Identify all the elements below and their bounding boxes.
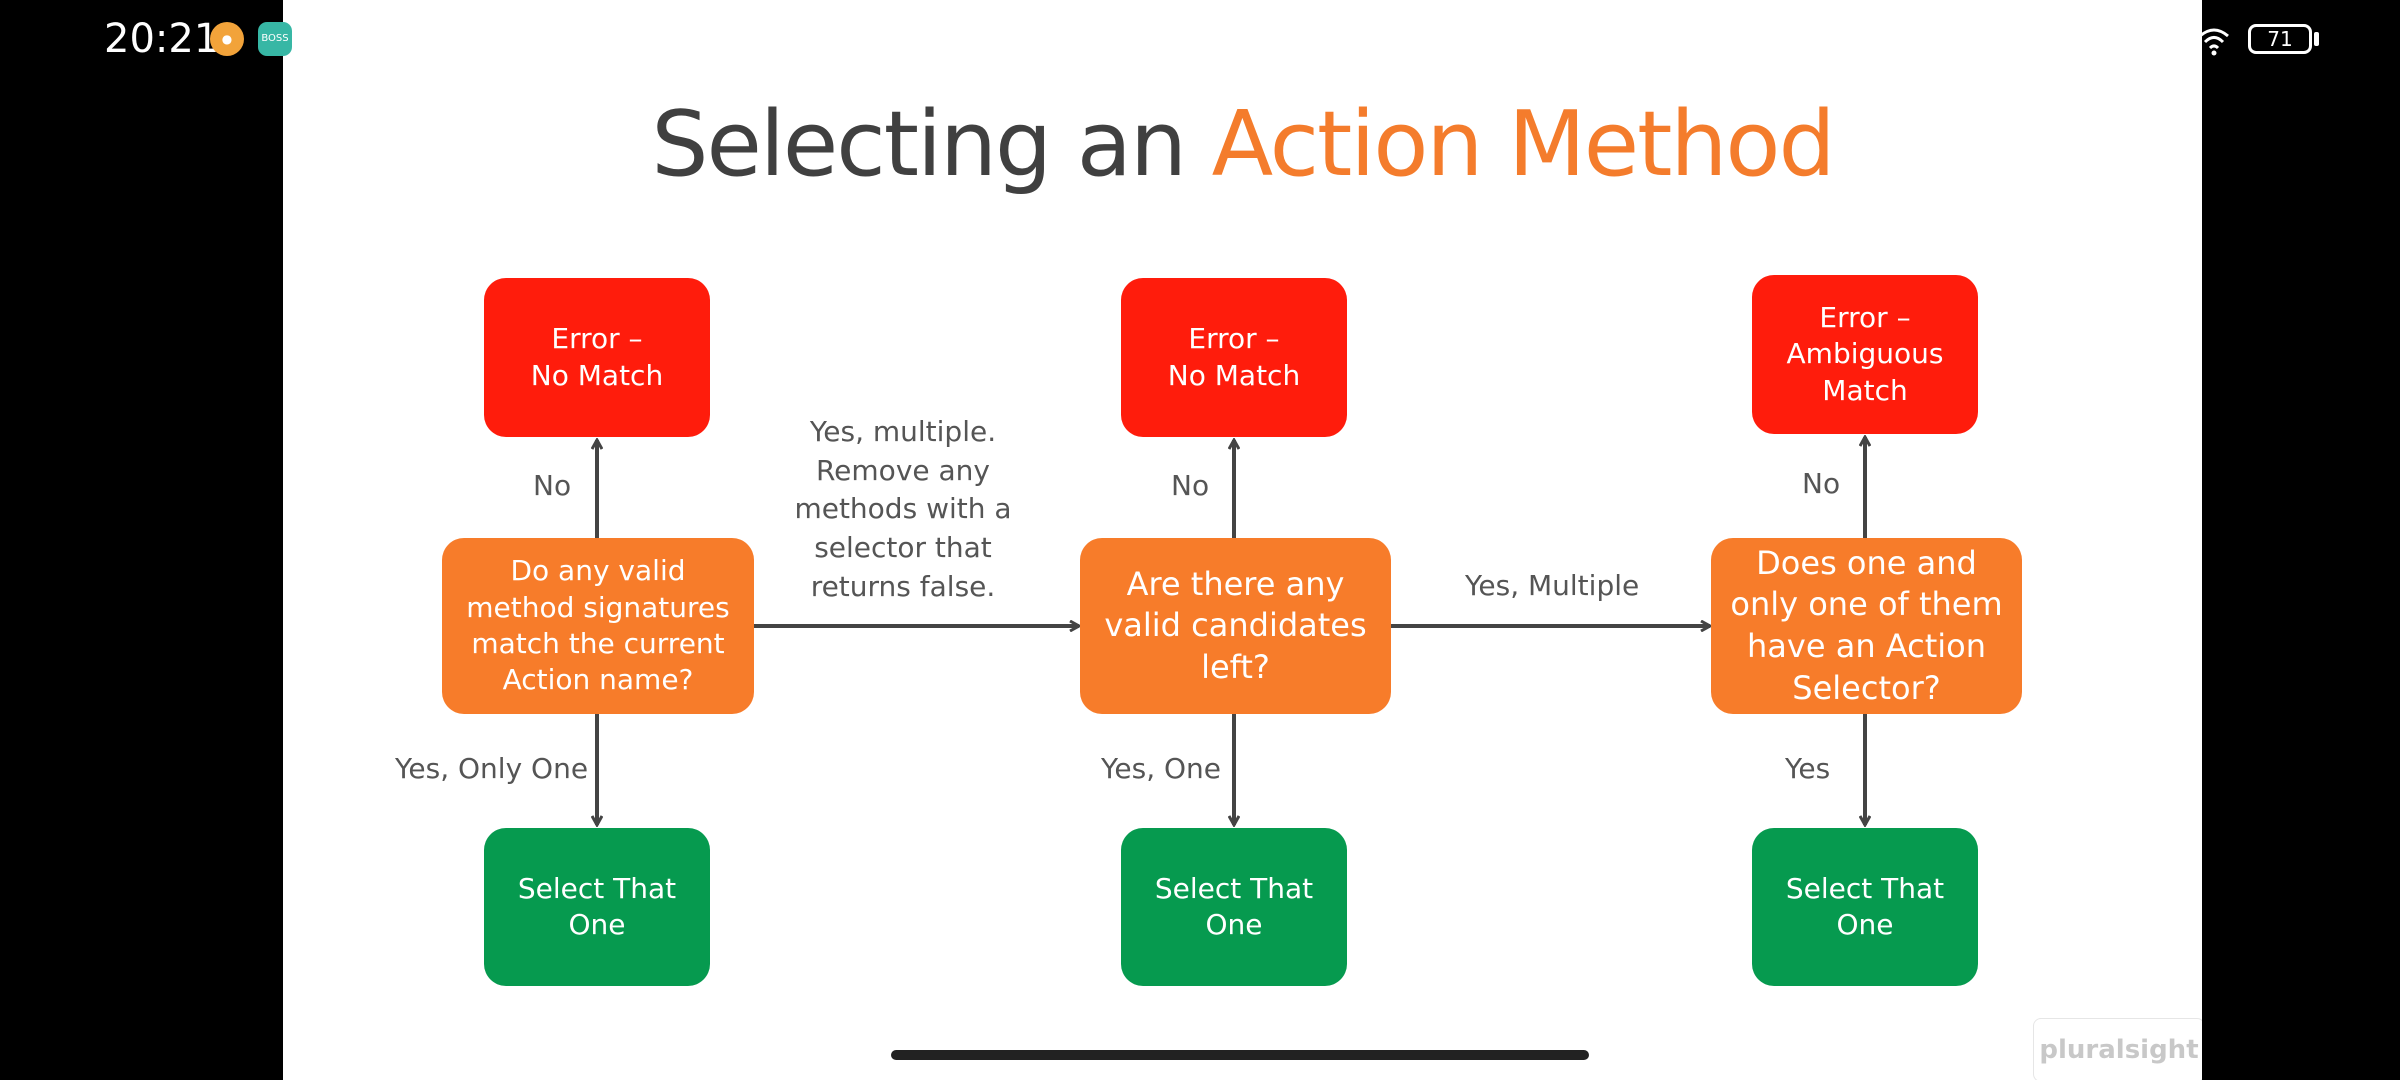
slide-title: Selecting an Action Method: [283, 92, 2202, 197]
battery-tip: [2314, 32, 2319, 46]
edge-label-yes-one: Yes, One: [1101, 752, 1222, 785]
select-that-one-node-3: Select That One: [1752, 828, 1978, 986]
battery-level: 71: [2267, 27, 2293, 51]
select-that-one-node-1: Select That One: [484, 828, 710, 986]
edge-label-yes: Yes: [1785, 752, 1831, 785]
edge-label-yes-only-one: Yes, Only One: [395, 752, 589, 785]
wifi-icon: [2199, 28, 2229, 56]
error-no-match-node-1: Error – No Match: [484, 278, 710, 437]
edge-label-no-3: No: [1802, 467, 1841, 500]
decision-node-action-selector: Does one and only one of them have an Ac…: [1711, 538, 2022, 714]
edge-label-no-1: No: [533, 469, 572, 502]
left-black-bar: [0, 0, 283, 1080]
error-ambiguous-match-node: Error – Ambiguous Match: [1752, 275, 1978, 434]
right-black-bar: [2202, 0, 2400, 1080]
boss-app-icon: BOSS: [258, 22, 292, 56]
select-that-one-node-2: Select That One: [1121, 828, 1347, 986]
edge-label-no-2: No: [1171, 469, 1210, 502]
error-no-match-node-2: Error – No Match: [1121, 278, 1347, 437]
decision-node-valid-signatures: Do any valid method signatures match the…: [442, 538, 754, 714]
slide: Selecting an Action Method Error – No Ma…: [283, 0, 2202, 1080]
title-plain: Selecting an: [651, 92, 1212, 197]
battery-icon: 71: [2248, 24, 2312, 54]
pluralsight-watermark: pluralsight: [2033, 1018, 2202, 1080]
edge-label-yes-multiple: Yes, Multiple: [1465, 569, 1640, 602]
decision-node-valid-candidates: Are there any valid candidates left?: [1080, 538, 1391, 714]
flow-arrows: [283, 0, 2202, 1080]
app-notification-icon: ●: [210, 22, 244, 56]
title-accent: Action Method: [1211, 92, 1836, 197]
edge-label-yes-multiple-remove: Yes, multiple. Remove any methods with a…: [794, 415, 1012, 603]
home-indicator-bar[interactable]: [891, 1050, 1589, 1060]
status-time: 20:21: [104, 16, 220, 62]
